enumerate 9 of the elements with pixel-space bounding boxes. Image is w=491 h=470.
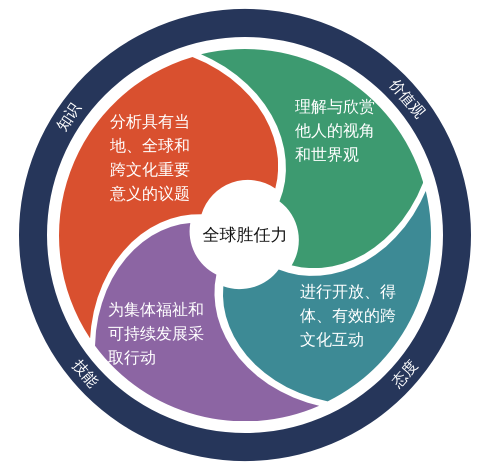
ring-label: 技能 bbox=[68, 356, 102, 392]
ring-label: 价值观 bbox=[386, 75, 430, 122]
center-title: 全球胜任力 bbox=[202, 224, 288, 246]
ring-label: 知识 bbox=[52, 98, 86, 134]
segment-text: 进行开放、得体、有效的跨文化互动 bbox=[300, 280, 397, 351]
ring-label: 态度 bbox=[388, 356, 422, 392]
segment-text: 为集体福祉和可持续发展采取行动 bbox=[108, 298, 205, 369]
segment-text: 理解与欣赏他人的视角和世界观 bbox=[294, 96, 376, 166]
segment-text: 分析具有当地、全球和跨文化重要意义的议题 bbox=[110, 110, 191, 205]
